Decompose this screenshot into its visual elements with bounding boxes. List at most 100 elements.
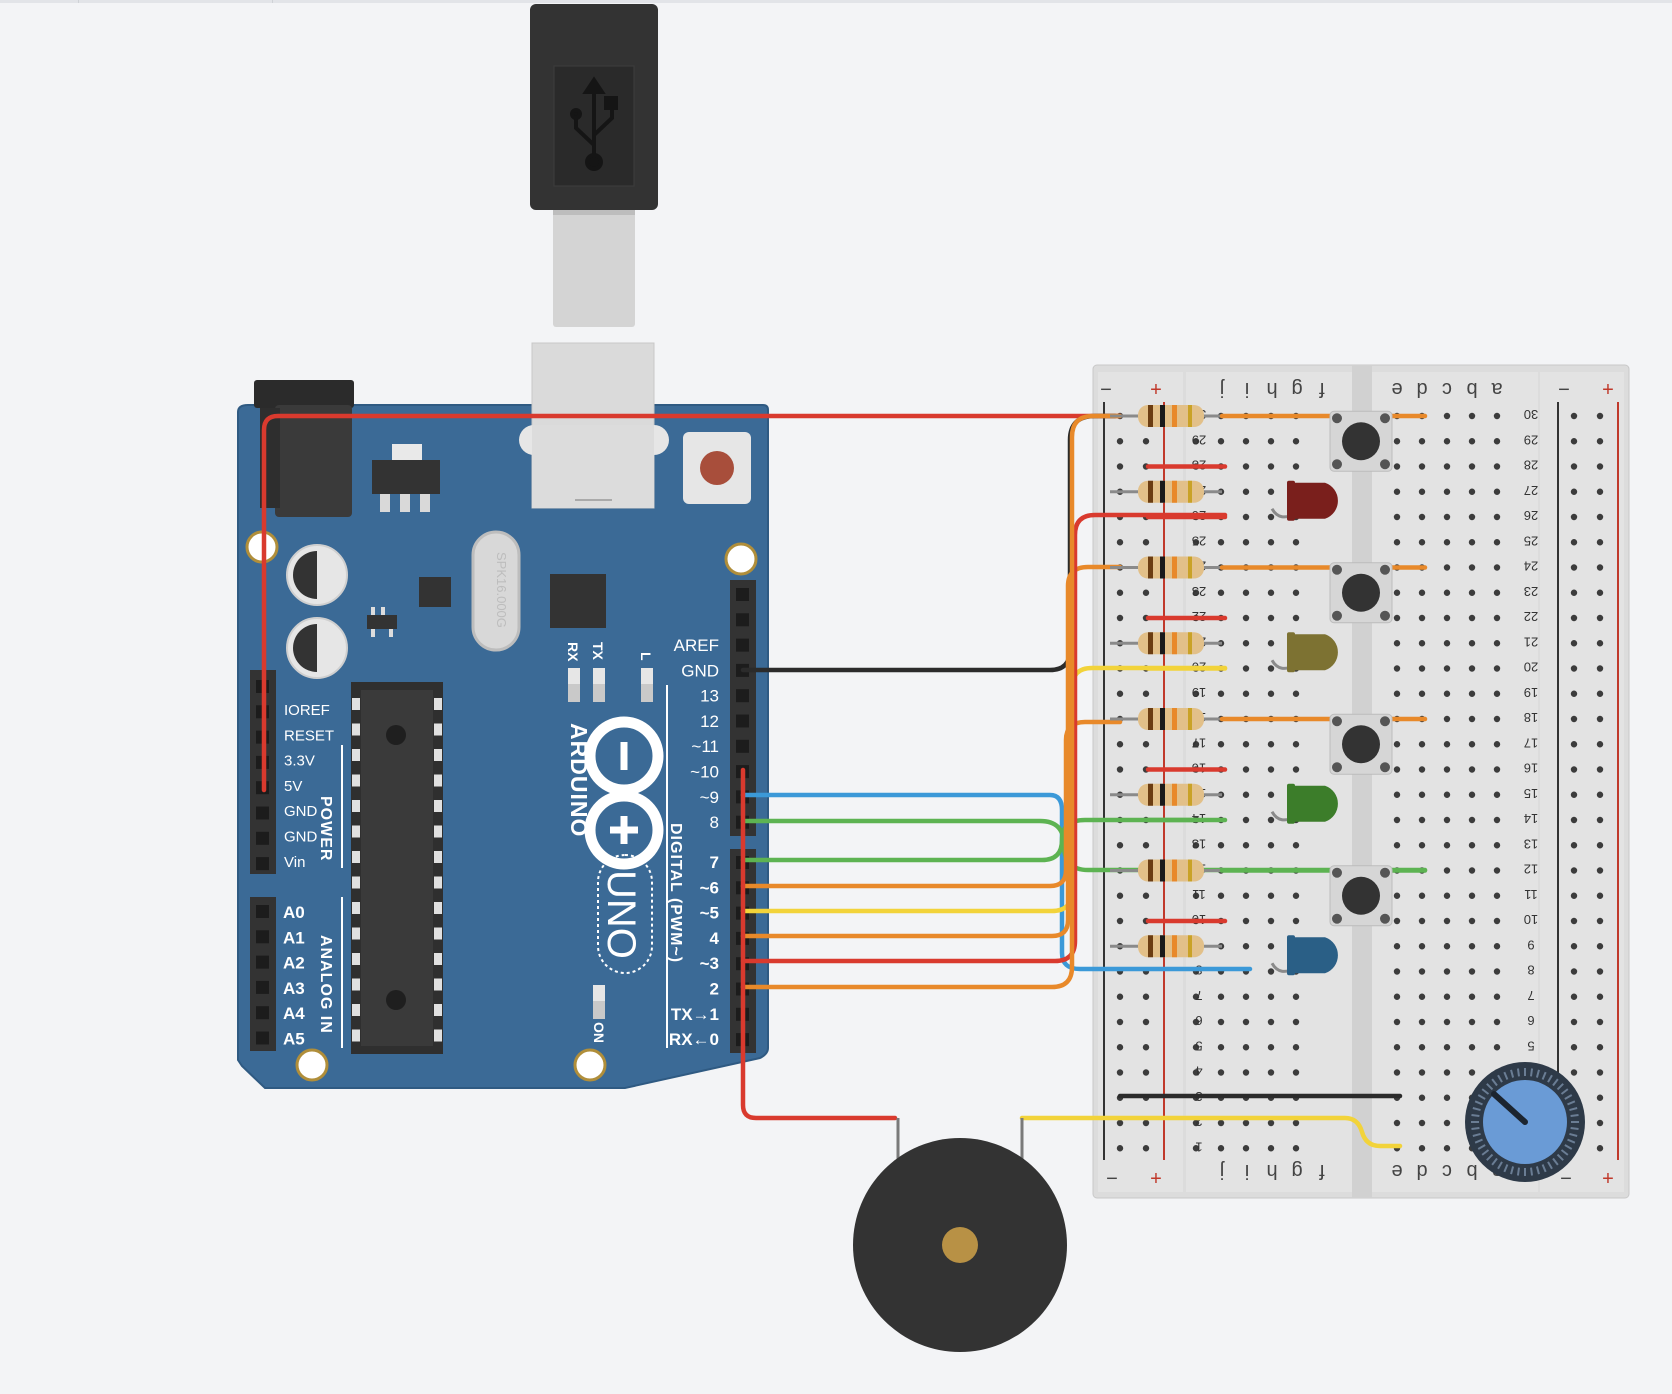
rail-hole[interactable] [1142, 1119, 1150, 1127]
breadboard-hole[interactable] [1468, 766, 1476, 773]
potentiometer[interactable] [1465, 1062, 1585, 1182]
breadboard-hole[interactable] [1192, 741, 1200, 748]
breadboard-hole[interactable] [1242, 690, 1250, 697]
rail-hole[interactable] [1116, 438, 1124, 445]
rail-hole[interactable] [1596, 539, 1604, 546]
breadboard-hole[interactable] [1493, 741, 1501, 748]
rail-hole[interactable] [1116, 463, 1124, 470]
breadboard-hole[interactable] [1443, 867, 1451, 874]
resistor[interactable] [1110, 708, 1222, 730]
rail-hole[interactable] [1570, 892, 1578, 899]
breadboard-hole[interactable] [1393, 993, 1401, 1000]
breadboard-hole[interactable] [1443, 766, 1451, 773]
breadboard-hole[interactable] [1493, 791, 1501, 798]
pushbutton[interactable] [1329, 562, 1393, 624]
breadboard-hole[interactable] [1468, 539, 1476, 546]
rail-hole[interactable] [1570, 539, 1578, 546]
breadboard-hole[interactable] [1418, 917, 1426, 925]
breadboard-hole[interactable] [1443, 715, 1451, 723]
breadboard-hole[interactable] [1493, 539, 1501, 546]
breadboard-hole[interactable] [1418, 614, 1426, 622]
rail-hole[interactable] [1116, 1119, 1124, 1127]
resistor[interactable] [1110, 405, 1222, 427]
breadboard-hole[interactable] [1267, 640, 1275, 647]
rail-hole[interactable] [1596, 766, 1604, 773]
breadboard-hole[interactable] [1468, 513, 1476, 521]
breadboard-hole[interactable] [1242, 488, 1250, 495]
breadboard-hole[interactable] [1267, 816, 1275, 824]
breadboard-hole[interactable] [1393, 917, 1401, 925]
breadboard-hole[interactable] [1443, 513, 1451, 521]
breadboard-hole[interactable] [1393, 1069, 1401, 1076]
breadboard-hole[interactable] [1418, 488, 1426, 495]
rail-hole[interactable] [1596, 564, 1604, 571]
breadboard-hole[interactable] [1393, 513, 1401, 521]
breadboard-hole[interactable] [1393, 1044, 1401, 1051]
breadboard-hole[interactable] [1418, 968, 1426, 975]
breadboard-hole[interactable] [1217, 690, 1225, 697]
breadboard-hole[interactable] [1242, 589, 1250, 596]
rail-hole[interactable] [1116, 1145, 1124, 1152]
breadboard-hole[interactable] [1267, 943, 1275, 950]
breadboard-hole[interactable] [1443, 1018, 1451, 1026]
breadboard-hole[interactable] [1292, 690, 1300, 697]
breadboard-hole[interactable] [1443, 1044, 1451, 1051]
rail-hole[interactable] [1142, 1069, 1150, 1076]
breadboard-hole[interactable] [1267, 1145, 1275, 1152]
rail-hole[interactable] [1596, 741, 1604, 748]
rail-hole[interactable] [1596, 1069, 1604, 1076]
rail-hole[interactable] [1570, 412, 1578, 420]
breadboard-hole[interactable] [1242, 665, 1250, 672]
rail-hole[interactable] [1596, 463, 1604, 470]
header-socket[interactable] [736, 714, 749, 728]
breadboard-hole[interactable] [1468, 412, 1476, 420]
breadboard-hole[interactable] [1267, 842, 1275, 849]
header-socket[interactable] [256, 831, 269, 845]
rail-hole[interactable] [1596, 842, 1604, 849]
breadboard-hole[interactable] [1393, 1119, 1401, 1127]
breadboard-hole[interactable] [1393, 968, 1401, 975]
wires[interactable] [261, 413, 1428, 1149]
breadboard-hole[interactable] [1418, 766, 1426, 773]
breadboard-hole[interactable] [1418, 589, 1426, 596]
header-socket[interactable] [736, 638, 749, 652]
breadboard-hole[interactable] [1267, 791, 1275, 798]
rail-hole[interactable] [1116, 1069, 1124, 1076]
breadboard-hole[interactable] [1443, 741, 1451, 748]
breadboard-hole[interactable] [1443, 791, 1451, 798]
breadboard-hole[interactable] [1493, 715, 1501, 723]
breadboard-hole[interactable] [1217, 589, 1225, 596]
breadboard-hole[interactable] [1393, 488, 1401, 495]
breadboard-hole[interactable] [1468, 640, 1476, 647]
breadboard-hole[interactable] [1267, 488, 1275, 495]
breadboard-hole[interactable] [1493, 665, 1501, 672]
breadboard-hole[interactable] [1393, 690, 1401, 697]
breadboard-hole[interactable] [1393, 463, 1401, 470]
breadboard-hole[interactable] [1493, 1018, 1501, 1026]
breadboard-hole[interactable] [1468, 1018, 1476, 1026]
breadboard-hole[interactable] [1418, 816, 1426, 824]
breadboard-hole[interactable] [1393, 665, 1401, 672]
breadboard-hole[interactable] [1418, 1044, 1426, 1051]
breadboard-hole[interactable] [1493, 513, 1501, 521]
led-blue[interactable] [1270, 935, 1338, 976]
breadboard-hole[interactable] [1443, 463, 1451, 470]
breadboard-hole[interactable] [1418, 1069, 1426, 1076]
led-yellow[interactable] [1270, 632, 1338, 673]
rail-hole[interactable] [1570, 690, 1578, 697]
breadboard-hole[interactable] [1242, 943, 1250, 950]
breadboard-hole[interactable] [1418, 842, 1426, 849]
resistor[interactable] [1110, 480, 1222, 503]
rail-hole[interactable] [1570, 513, 1578, 521]
rail-hole[interactable] [1596, 614, 1604, 622]
rail-hole[interactable] [1596, 1119, 1604, 1127]
rail-hole[interactable] [1116, 766, 1124, 773]
breadboard-hole[interactable] [1418, 741, 1426, 748]
breadboard-hole[interactable] [1242, 539, 1250, 546]
rail-hole[interactable] [1596, 968, 1604, 975]
usb-cable[interactable] [530, 4, 658, 327]
breadboard-hole[interactable] [1192, 1145, 1200, 1152]
piezo-buzzer[interactable] [853, 1118, 1067, 1352]
breadboard-hole[interactable] [1192, 438, 1200, 445]
